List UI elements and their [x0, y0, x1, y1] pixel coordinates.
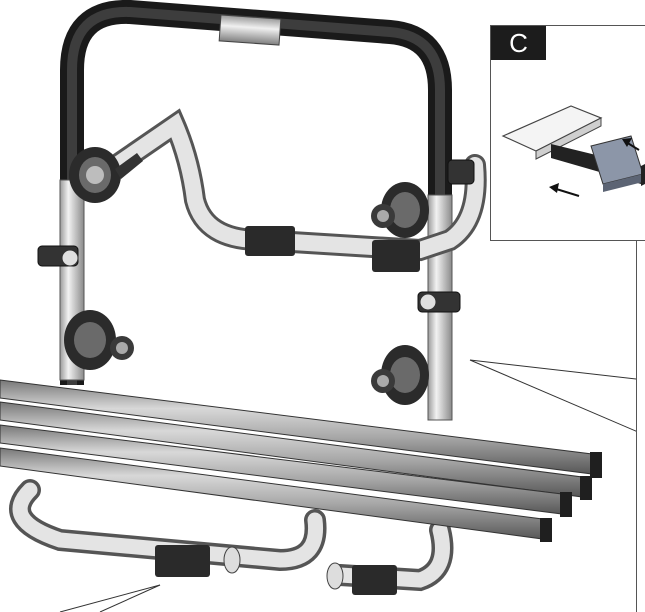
- strap-holders: [37, 159, 475, 313]
- inset-label: C: [491, 26, 546, 60]
- leader-lines: [59, 359, 645, 612]
- tube-clamps: [64, 147, 429, 405]
- arrow-icon: [622, 138, 640, 151]
- lower-frame: [9, 479, 454, 595]
- strap-buckle-icon: [501, 105, 645, 197]
- foam-grip: [372, 240, 420, 272]
- wheel-rails: [0, 379, 602, 542]
- arrow-icon: [549, 183, 580, 197]
- inner-support-tube: [84, 108, 487, 272]
- detail-inset: C: [490, 25, 645, 241]
- foam-grip: [155, 545, 210, 577]
- foam-grip: [245, 226, 295, 256]
- foam-grip: [352, 565, 397, 595]
- detail-panel-edge: [636, 240, 645, 612]
